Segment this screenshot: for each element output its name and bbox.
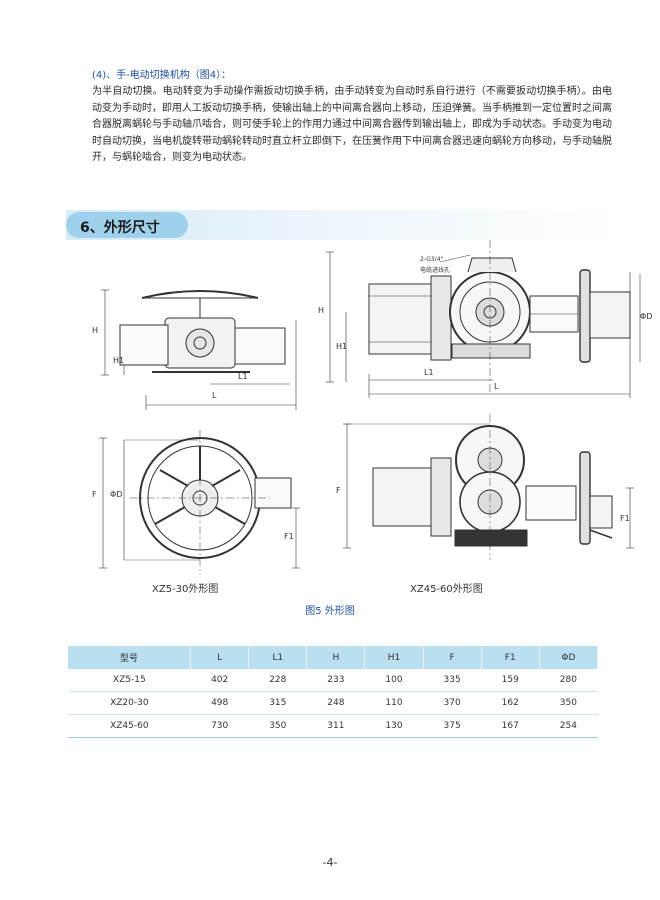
col-header-h1: H1	[364, 646, 424, 669]
table-cell: XZ20-30	[68, 691, 191, 715]
col-header-model: 型号	[68, 646, 192, 669]
table-cell: 248	[306, 691, 365, 715]
label-f1-right: F1	[620, 514, 630, 523]
table-header-row: 型号 L L1 H H1 F F1 ΦD	[68, 646, 599, 669]
col-header-f1: F1	[481, 646, 540, 669]
table-cell: XZ5-15	[68, 669, 191, 692]
table-cell: 498	[190, 691, 249, 715]
label-port-note: 电缆进线孔	[420, 267, 451, 274]
table-cell: 110	[364, 691, 424, 715]
label-l1-left: L1	[238, 372, 248, 381]
label-port: 2-G3/4"	[420, 256, 444, 263]
table-cell: 311	[306, 714, 365, 738]
table-cell: 159	[481, 669, 540, 692]
table-cell: 315	[248, 691, 307, 715]
table-cell: 100	[364, 669, 424, 692]
subsection-heading: (4)、手-电动切换机构（图4）：	[92, 70, 232, 81]
label-l1-right: L1	[424, 368, 434, 377]
label-l-right: L	[494, 382, 499, 391]
label-h-right: H	[318, 306, 325, 315]
dimension-table: 型号 L L1 H H1 F F1 ΦD XZ5-15 402 228 233 …	[68, 646, 599, 738]
section-title-pill	[66, 212, 188, 238]
drawing-xz5-30-top	[99, 430, 300, 575]
table-cell: 167	[481, 714, 540, 738]
caption-xz5-30: XZ5-30外形图	[152, 584, 219, 595]
table-row: XZ20-30 498 315 248 110 370 162 350	[68, 691, 598, 715]
label-f-left: F	[92, 490, 97, 499]
table-cell: 162	[481, 691, 540, 715]
label-f1-left: F1	[284, 532, 294, 541]
table-cell: 280	[539, 669, 598, 692]
table-cell: 730	[190, 714, 249, 738]
figure-number: 图5 外形图	[305, 606, 355, 617]
section-banner: 6、外形尺寸	[66, 210, 614, 240]
table-cell: XZ45-60	[68, 714, 191, 738]
col-header-l1: L1	[248, 646, 308, 669]
label-h1-left: H1	[113, 356, 125, 365]
table-cell: 402	[190, 669, 249, 692]
drawing-xz45-60-side	[326, 240, 641, 398]
body-paragraph: 为半自动切换。电动转变为手动操作需扳动切换手柄，由手动转变为自动时系自行进行（不…	[92, 86, 612, 163]
table-cell: 375	[423, 714, 482, 738]
table-cell: 350	[539, 691, 598, 715]
table-cell: 350	[248, 714, 307, 738]
section-title: 6、外形尺寸	[80, 220, 160, 236]
label-d-left: ΦD	[110, 490, 123, 499]
table-cell: 130	[364, 714, 424, 738]
label-h-left: H	[92, 326, 99, 335]
drawing-xz45-60-top	[343, 414, 634, 560]
table-cell: 233	[306, 669, 365, 692]
col-header-h: H	[306, 646, 366, 669]
table-cell: 228	[248, 669, 307, 692]
label-d-right: ΦD	[640, 312, 653, 321]
label-h1-right: H1	[336, 342, 348, 351]
caption-xz45-60: XZ45-60外形图	[410, 584, 483, 595]
col-header-f: F	[423, 646, 482, 669]
label-l-left: L	[212, 391, 217, 400]
page-number: -4-	[322, 856, 338, 869]
table-row: XZ5-15 402 228 233 100 335 159 280	[68, 669, 598, 692]
col-header-d: ΦD	[539, 646, 599, 669]
table-row: XZ45-60 730 350 311 130 375 167 254	[68, 714, 598, 738]
table-cell: 254	[539, 714, 598, 738]
table-cell: 335	[423, 669, 482, 692]
table-cell: 370	[423, 691, 482, 715]
col-header-l: L	[190, 646, 250, 669]
drawing-xz5-30-side	[101, 289, 297, 410]
label-f-right: F	[336, 486, 341, 495]
